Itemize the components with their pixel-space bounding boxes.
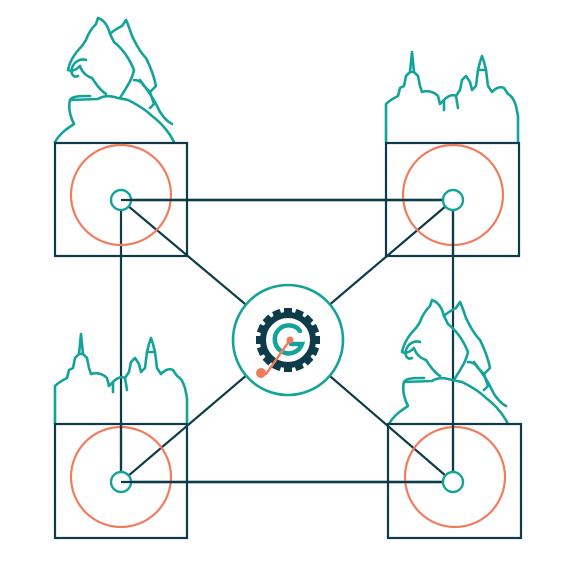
equestrian-statue-icon [53, 16, 176, 144]
equestrian-statue-icon [387, 298, 510, 426]
node-bottom-right[interactable] [121, 422, 523, 540]
node-orange-ring [69, 143, 173, 247]
central-hub[interactable] [231, 283, 345, 397]
cathedral-spires-icon [53, 332, 189, 426]
node-top-right[interactable] [121, 141, 521, 258]
cathedral-spires-icon [384, 50, 520, 144]
node-connector-dot [441, 470, 465, 494]
node-orange-ring [403, 425, 507, 529]
node-connector-dot [441, 188, 465, 212]
gear-g-logo-icon [256, 308, 320, 378]
